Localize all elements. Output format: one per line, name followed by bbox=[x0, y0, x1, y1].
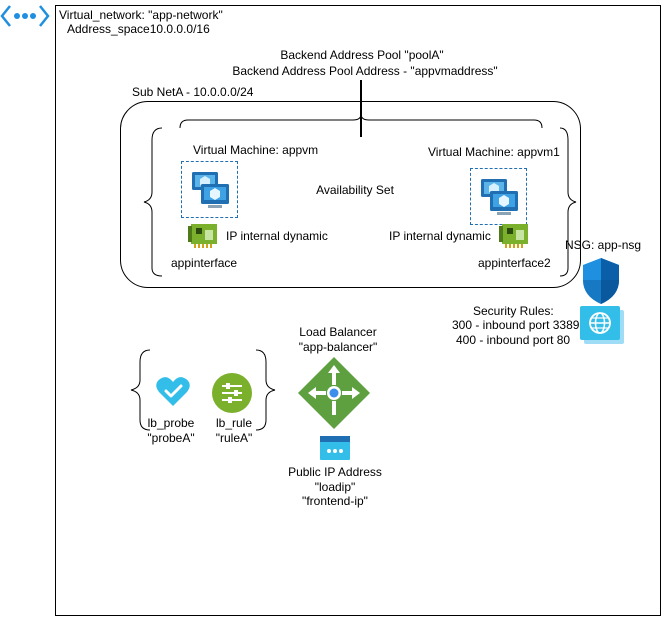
network-interface-icon bbox=[188, 224, 217, 248]
network-interface-icon bbox=[499, 224, 528, 248]
load-balancer-name: "app-balancer" bbox=[298, 340, 378, 354]
load-balancer-icon[interactable] bbox=[298, 357, 370, 429]
vnet-name: Virtual_network: "app-network" bbox=[59, 8, 223, 22]
virtual-machine-icon[interactable] bbox=[475, 173, 523, 221]
security-rule-2: 400 - inbound port 80 bbox=[456, 333, 571, 347]
backend-pool-name: Backend Address Pool "poolA" bbox=[280, 48, 444, 62]
shield-icon[interactable] bbox=[580, 256, 622, 306]
virtual-machine-icon[interactable] bbox=[186, 166, 234, 214]
frontend-ip-name: "frontend-ip" bbox=[302, 494, 368, 508]
vm1-frame[interactable] bbox=[181, 161, 238, 218]
vm1-ip-label: IP internal dynamic bbox=[226, 229, 328, 243]
subnet-boundary bbox=[120, 101, 581, 288]
load-balancer-title: Load Balancer bbox=[299, 325, 377, 339]
probe-name: "probeA" bbox=[147, 431, 195, 445]
public-ip-icon[interactable] bbox=[320, 436, 350, 460]
vnet-address-space: Address_space10.0.0.0/16 bbox=[67, 22, 210, 36]
vm1-title: Virtual Machine: appvm bbox=[193, 143, 319, 157]
security-rule-1: 300 - inbound port 3389 bbox=[452, 318, 580, 332]
lb-left-brace bbox=[130, 349, 151, 431]
left-brace bbox=[143, 127, 163, 277]
globe-icon[interactable] bbox=[580, 306, 626, 346]
right-brace bbox=[559, 127, 577, 277]
lb-right-brace bbox=[255, 349, 276, 431]
vm1-nic-label: appinterface bbox=[171, 256, 238, 270]
sliders-icon[interactable] bbox=[212, 373, 252, 413]
security-rules-title: Security Rules: bbox=[473, 304, 554, 318]
rule-label: lb_rule bbox=[215, 416, 253, 430]
vm2-ip-label: IP internal dynamic bbox=[389, 229, 491, 243]
rule-name: "ruleA" bbox=[215, 431, 253, 445]
heart-check-icon[interactable] bbox=[155, 374, 191, 410]
nsg-title: NSG: app-nsg bbox=[565, 238, 642, 252]
vm2-title: Virtual Machine: appvm1 bbox=[428, 145, 560, 159]
top-brace bbox=[179, 113, 543, 129]
subnet-label: Sub NetA - 10.0.0.0/24 bbox=[132, 85, 254, 99]
vnet-icon bbox=[0, 5, 50, 27]
public-ip-title: Public IP Address bbox=[288, 465, 382, 479]
backend-pool-address: Backend Address Pool Address - "appvmadd… bbox=[232, 64, 498, 78]
vm2-nic-label: appinterface2 bbox=[478, 256, 551, 270]
public-ip-name: "loadip" bbox=[314, 480, 356, 494]
vm2-frame[interactable] bbox=[470, 168, 527, 225]
probe-label: lb_probe bbox=[147, 416, 195, 430]
virtual-network-boundary bbox=[55, 5, 661, 616]
availability-set-label: Availability Set bbox=[316, 183, 394, 197]
